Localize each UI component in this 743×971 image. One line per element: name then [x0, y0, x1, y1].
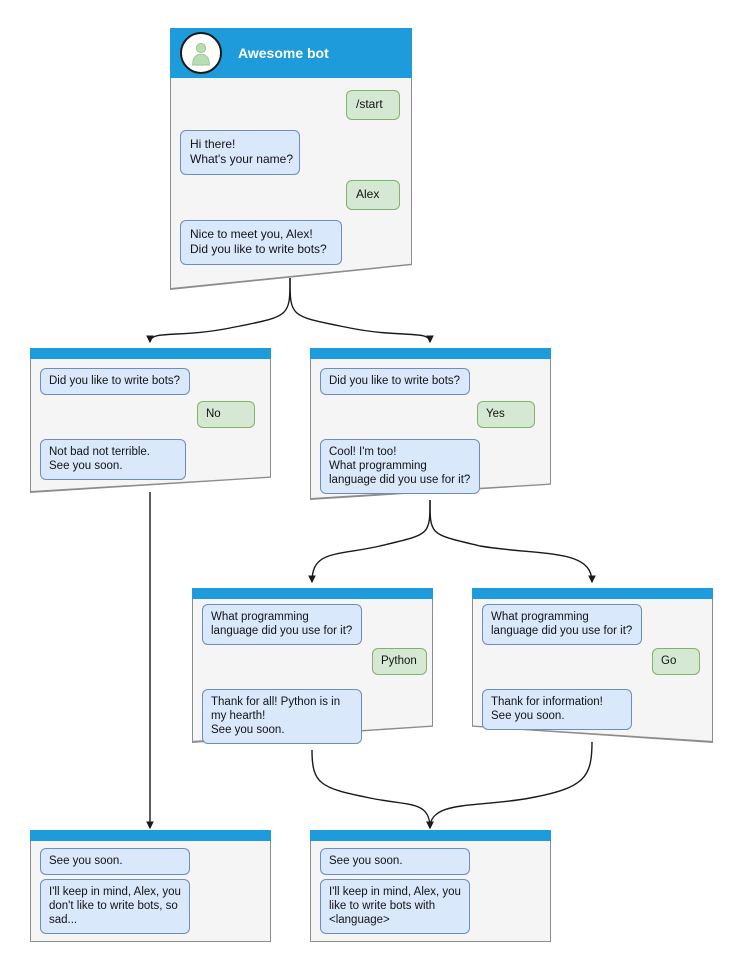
message-bubble-bot[interactable]: Hi there! What's your name? [180, 130, 300, 175]
message-bubble-bot[interactable]: Did you like to write bots? [320, 368, 470, 395]
edge-python-to-end-happy [311, 749, 434, 830]
message-area: /start Hi there! What's your name? Alex … [170, 78, 412, 290]
message-bubble-user[interactable]: No [197, 401, 255, 428]
message-area: What programming language did you use fo… [472, 599, 713, 743]
chat-header [310, 348, 551, 359]
node-go-branch-window[interactable]: What programming language did you use fo… [472, 588, 713, 743]
chat-header: Awesome bot [170, 28, 412, 78]
message-area: See you soon. I'll keep in mind, Alex, y… [310, 841, 551, 942]
message-bubble-user[interactable]: Python [372, 648, 427, 675]
message-bubble-bot[interactable]: I'll keep in mind, Alex, you don't like … [40, 879, 190, 934]
chat-header [472, 588, 713, 599]
message-bubble-bot[interactable]: What programming language did you use fo… [202, 604, 362, 645]
node-end-sad-window[interactable]: See you soon. I'll keep in mind, Alex, y… [30, 830, 271, 942]
message-area: Did you like to write bots? No Not bad n… [30, 359, 271, 493]
node-yes-branch-window[interactable]: Did you like to write bots? Yes Cool! I'… [310, 348, 551, 500]
message-area: See you soon. I'll keep in mind, Alex, y… [30, 841, 271, 942]
message-area: Did you like to write bots? Yes Cool! I'… [310, 359, 551, 500]
message-bubble-bot[interactable]: See you soon. [320, 848, 470, 875]
node-root-chat-window[interactable]: Awesome bot /start Hi there! What's your… [170, 28, 412, 290]
edge-yes-to-python [308, 499, 431, 584]
message-bubble-user[interactable]: Yes [477, 401, 535, 428]
message-bubble-bot[interactable]: What programming language did you use fo… [482, 604, 642, 645]
node-end-happy-window[interactable]: See you soon. I'll keep in mind, Alex, y… [310, 830, 551, 942]
bot-title: Awesome bot [238, 45, 329, 61]
chat-header [310, 830, 551, 841]
person-avatar-icon [180, 32, 222, 74]
message-bubble-bot[interactable]: Cool! I'm too! What programming language… [320, 439, 480, 494]
chat-header [30, 348, 271, 359]
node-no-branch-window[interactable]: Did you like to write bots? No Not bad n… [30, 348, 271, 493]
message-bubble-bot[interactable]: Nice to meet you, Alex! Did you like to … [180, 220, 342, 265]
message-area: What programming language did you use fo… [192, 599, 433, 744]
message-bubble-user[interactable]: Alex [346, 180, 400, 210]
message-bubble-bot[interactable]: Thank for information! See you soon. [482, 689, 632, 730]
chat-header [30, 830, 271, 841]
message-bubble-bot[interactable]: Thank for all! Python is in my hearth! S… [202, 689, 362, 744]
node-python-branch-window[interactable]: What programming language did you use fo… [192, 588, 433, 744]
edge-go-to-end-happy [426, 741, 593, 830]
message-bubble-bot[interactable]: See you soon. [40, 848, 190, 875]
chat-header [192, 588, 433, 599]
message-bubble-bot[interactable]: I'll keep in mind, Alex, you like to wri… [320, 879, 470, 934]
message-bubble-bot[interactable]: Not bad not terrible. See you soon. [40, 439, 186, 480]
edge-yes-to-go [429, 499, 596, 584]
message-bubble-user[interactable]: /start [346, 90, 400, 120]
message-bubble-user[interactable]: Go [652, 648, 700, 675]
message-bubble-bot[interactable]: Did you like to write bots? [40, 368, 190, 395]
